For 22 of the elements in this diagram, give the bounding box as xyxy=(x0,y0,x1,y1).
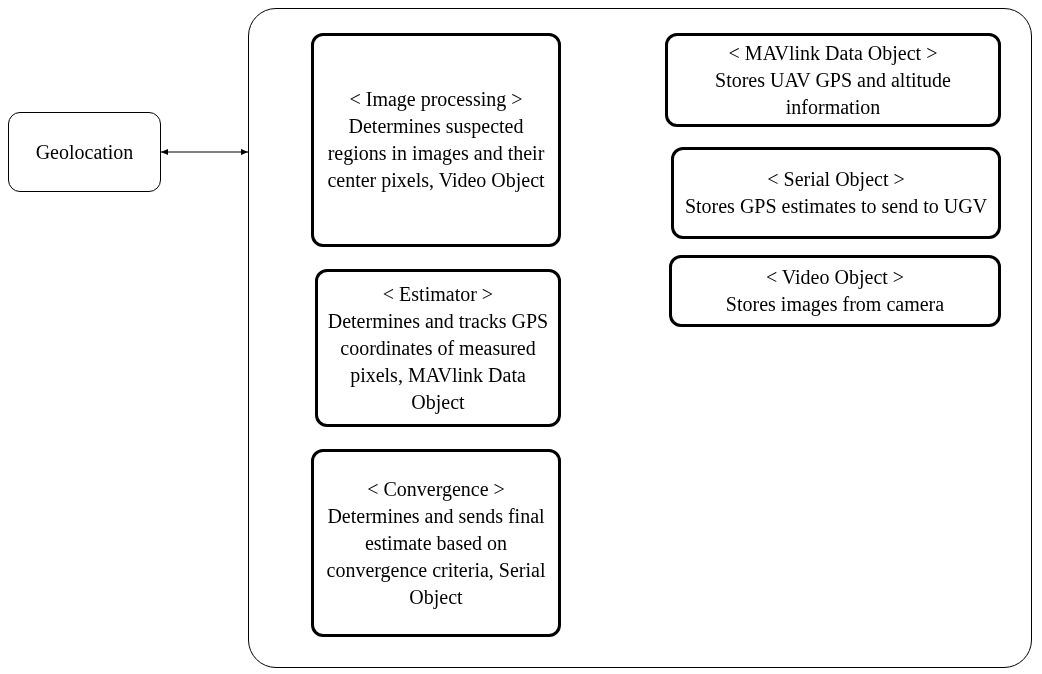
box-text: Determines suspected regions in images and their center pixels, Video Object xyxy=(326,114,546,194)
process-box xyxy=(8,112,161,192)
process-box xyxy=(315,269,561,427)
process-box xyxy=(671,147,1001,239)
box-heading: < Serial Object > xyxy=(767,167,905,193)
box-text: Stores images from camera xyxy=(725,292,945,318)
box-text: Stores UAV GPS and altitude information xyxy=(714,67,952,120)
box-heading: < Video Object > xyxy=(765,265,905,291)
box-text: Determines and tracks GPS coordinates of measured pixels, MAVlink Data Object xyxy=(326,308,550,416)
box-heading: < Convergence > xyxy=(367,476,505,503)
process-box xyxy=(311,449,561,637)
box-heading: < MAVlink Data Object > xyxy=(728,40,938,67)
box-text: Determines and sends final estimate based on convergence criteria, Serial Object xyxy=(325,503,547,611)
container-box xyxy=(248,8,1032,668)
process-box xyxy=(665,33,1001,127)
box-text: Stores GPS estimates to send to UGV xyxy=(684,194,988,219)
box-heading: < Image processing > xyxy=(349,87,523,113)
double-arrow xyxy=(160,149,249,155)
box-heading: < Estimator > xyxy=(382,281,494,307)
process-box xyxy=(669,255,1001,327)
box-text: Geolocation xyxy=(35,139,134,165)
process-box xyxy=(311,33,561,247)
